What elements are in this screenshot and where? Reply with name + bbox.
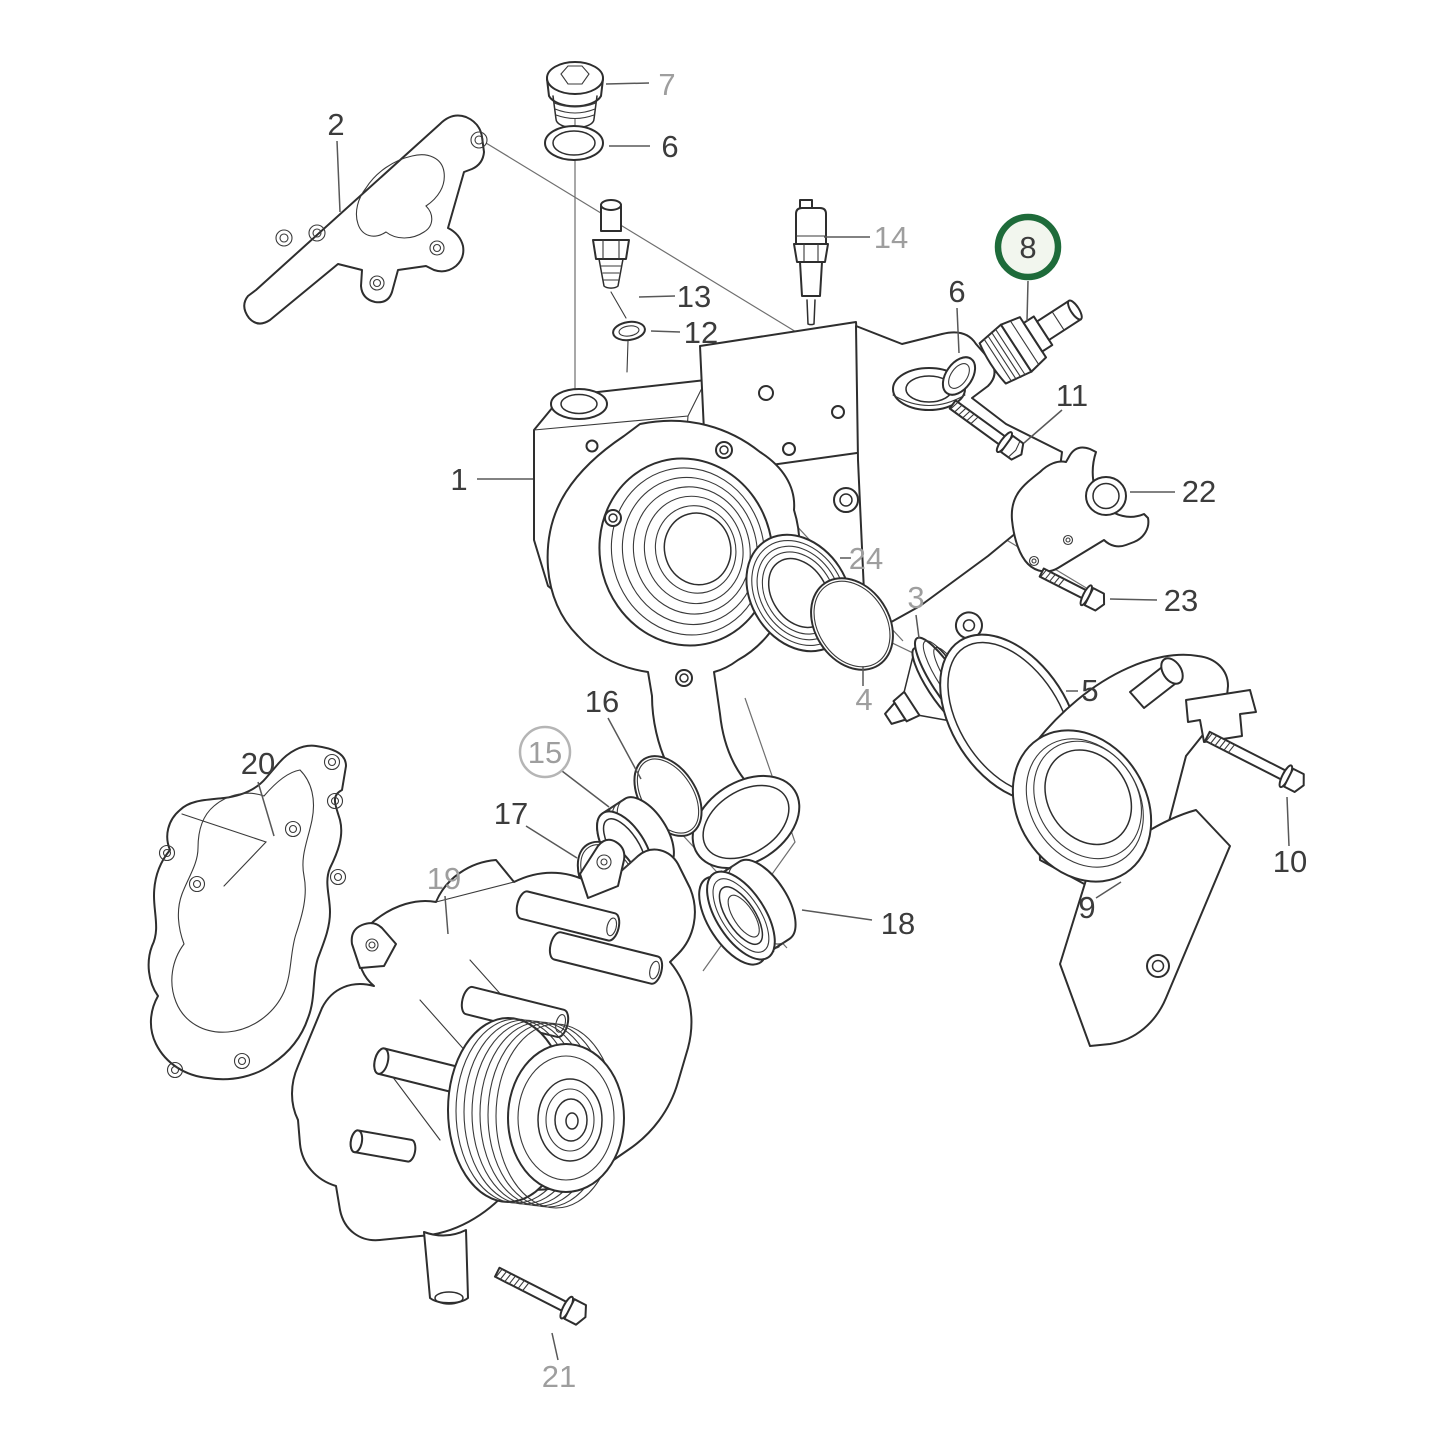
pulley bbox=[447, 1017, 625, 1209]
part-label-17-18[interactable]: 17 bbox=[494, 796, 528, 831]
part-leader-19-21 bbox=[444, 895, 449, 935]
part-leader-3-13 bbox=[915, 614, 920, 639]
part-label-16-16[interactable]: 16 bbox=[585, 684, 619, 719]
part-label-10-23[interactable]: 10 bbox=[1273, 844, 1307, 879]
part-label-14-5[interactable]: 14 bbox=[874, 220, 908, 255]
part-label-6-6[interactable]: 6 bbox=[948, 274, 965, 309]
bolt-21 bbox=[493, 1266, 587, 1326]
part-label-19-21[interactable]: 19 bbox=[427, 861, 461, 896]
part-leader-10-23 bbox=[1286, 796, 1290, 847]
part-label-5-15[interactable]: 5 bbox=[1081, 673, 1098, 708]
elbow-opening bbox=[691, 774, 801, 870]
part-leader-11-8 bbox=[1023, 409, 1063, 444]
part-label-11-8[interactable]: 11 bbox=[1056, 378, 1088, 413]
part-leader-9-22 bbox=[1095, 881, 1122, 899]
hose-fitting-13 bbox=[592, 199, 630, 319]
outlet-housing bbox=[1011, 653, 1257, 1047]
part-leader-20-20 bbox=[257, 781, 275, 837]
part-label-24-12[interactable]: 24 bbox=[849, 541, 883, 576]
part-leader-18-19 bbox=[801, 909, 873, 921]
part-label-22-9[interactable]: 22 bbox=[1182, 474, 1216, 509]
part-leader-16-16 bbox=[607, 717, 642, 780]
part-circle-15[interactable] bbox=[518, 725, 572, 779]
part-label-3-13[interactable]: 3 bbox=[907, 580, 924, 615]
bolt-11 bbox=[948, 399, 1025, 461]
part-label-21-24[interactable]: 21 bbox=[542, 1359, 576, 1394]
part-label-23-10[interactable]: 23 bbox=[1164, 583, 1198, 618]
part-label-8-7[interactable]: 8 bbox=[1019, 230, 1036, 265]
part-circle-8[interactable] bbox=[994, 213, 1062, 281]
part-leader-6-6 bbox=[956, 307, 960, 354]
part-leader-12-4 bbox=[650, 330, 681, 333]
part-label-1-11[interactable]: 1 bbox=[450, 462, 467, 497]
thermostat-housing bbox=[533, 321, 1063, 870]
o-ring-mid bbox=[941, 356, 977, 396]
centerline-12 bbox=[626, 340, 629, 373]
bolt-23 bbox=[1038, 567, 1106, 612]
part-label-20-20[interactable]: 20 bbox=[241, 746, 275, 781]
plug bbox=[546, 61, 604, 129]
part-leader-23-10 bbox=[1109, 598, 1158, 601]
part-leader-8-7 bbox=[1026, 280, 1029, 322]
water-pump bbox=[291, 838, 696, 1305]
part-leader-13-3 bbox=[638, 295, 676, 298]
pump-gasket bbox=[147, 744, 347, 1081]
o-ring-12 bbox=[612, 320, 646, 342]
part-label-18-19[interactable]: 18 bbox=[881, 906, 915, 941]
part-label-9-22[interactable]: 9 bbox=[1078, 890, 1095, 925]
part-leader-2-2 bbox=[336, 140, 341, 213]
part-label-4-14[interactable]: 4 bbox=[855, 682, 872, 717]
bracket-plate bbox=[243, 114, 488, 325]
bolt-10 bbox=[1204, 730, 1305, 793]
part-label-2-2[interactable]: 2 bbox=[327, 107, 344, 142]
seal-18 bbox=[698, 858, 797, 966]
bracket-22 bbox=[1010, 446, 1150, 573]
part-label-7-0[interactable]: 7 bbox=[658, 67, 675, 102]
part-label-6-1[interactable]: 6 bbox=[661, 129, 678, 164]
part-label-15-17[interactable]: 15 bbox=[528, 735, 562, 770]
temperature-sensor bbox=[793, 199, 829, 387]
union-fitting-8 bbox=[978, 299, 1083, 385]
part-label-13-3[interactable]: 13 bbox=[677, 279, 711, 314]
part-leader-21-24 bbox=[551, 1332, 559, 1361]
part-leader-7-0 bbox=[605, 82, 650, 85]
o-ring-top bbox=[544, 125, 604, 161]
part-leader-17-18 bbox=[525, 825, 578, 859]
part-leader-15-17 bbox=[561, 770, 610, 808]
o-ring-4 bbox=[810, 577, 894, 671]
part-label-12-4[interactable]: 12 bbox=[684, 315, 718, 350]
